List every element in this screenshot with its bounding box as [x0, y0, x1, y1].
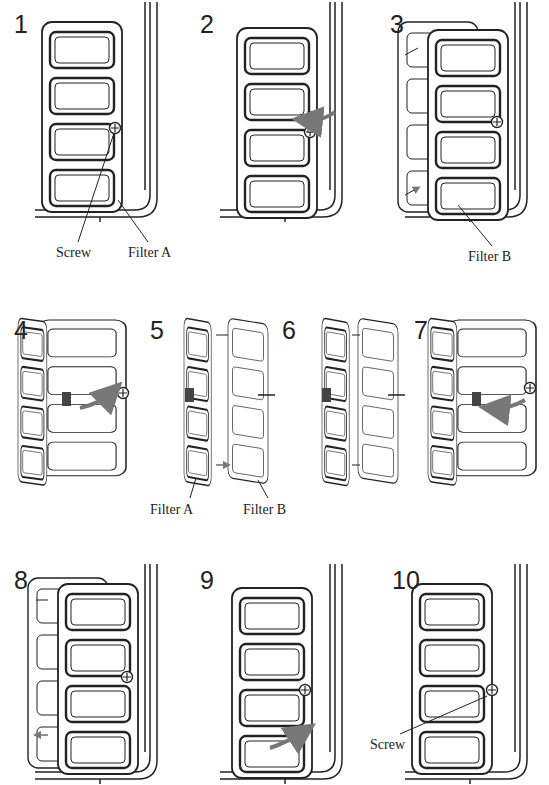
step-number: 5 [150, 318, 164, 343]
step-number: 4 [14, 318, 28, 343]
step-number: 1 [14, 12, 28, 37]
step-number: 10 [392, 568, 420, 593]
part-label: Filter B [243, 503, 286, 517]
step-number: 3 [390, 12, 404, 37]
step-number: 8 [14, 568, 28, 593]
part-label: Filter A [128, 246, 171, 260]
step-number: 7 [414, 318, 428, 343]
step-number: 6 [282, 318, 296, 343]
part-label: Screw [370, 738, 405, 752]
part-label: Filter A [150, 503, 193, 517]
part-label: Filter B [468, 250, 511, 264]
step-number: 2 [200, 12, 214, 37]
part-label: Screw [56, 246, 91, 260]
step-number: 9 [200, 568, 214, 593]
